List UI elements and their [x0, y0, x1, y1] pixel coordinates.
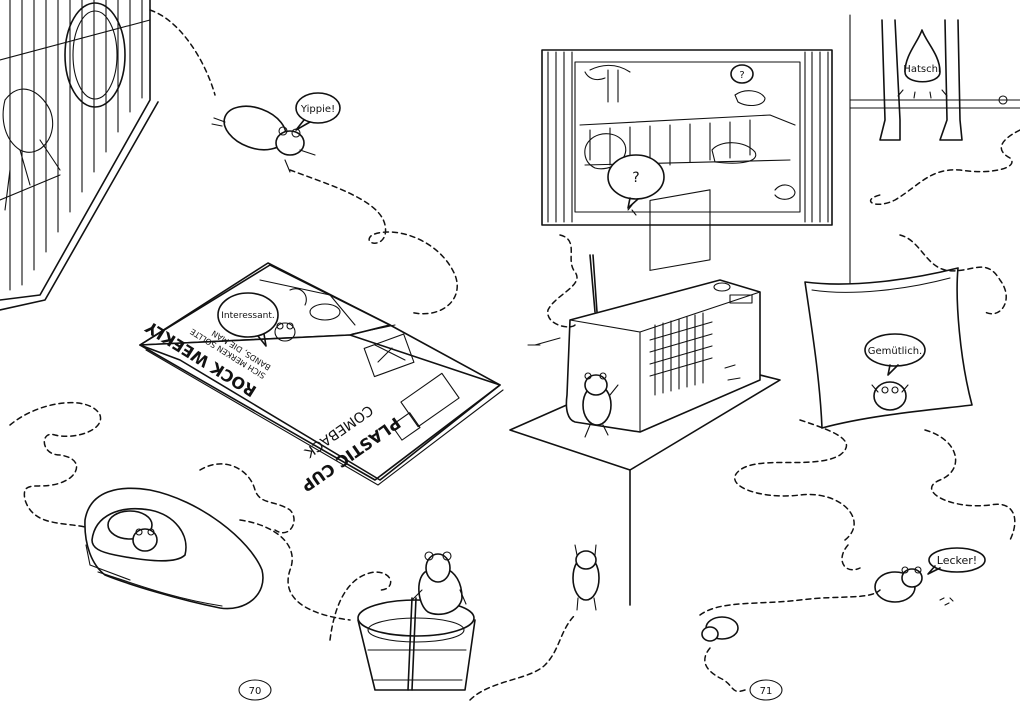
hamster-eating: Lecker!: [841, 544, 986, 606]
interessant-text: Interessant.: [221, 311, 274, 321]
hatschi-text: Hatschi: [903, 64, 940, 75]
question-small-text: ?: [739, 70, 744, 81]
room-walls: [527, 14, 851, 346]
slipper-with-hamster: [9, 402, 351, 621]
legs-sneeze: Hatschi: [849, 19, 1020, 205]
lecker-text: Lecker!: [937, 554, 977, 567]
speech-bubble-yippie: Yippie!: [295, 92, 341, 131]
hamster-cage: [0, 0, 159, 311]
page-left-text: 70: [249, 686, 262, 697]
hamster-walking: [699, 589, 881, 692]
cup-with-hamster: [329, 551, 476, 691]
page-number-right: 71: [749, 679, 783, 701]
hamster-flying: [149, 9, 458, 315]
yippie-text: Yippie!: [300, 104, 335, 115]
newspaper: ROCK WEEKLY BANDS, DIE MAN SICH MERKEN S…: [139, 262, 504, 496]
hamster-hanging: [572, 544, 600, 611]
radio: [565, 189, 761, 438]
question-large-text: ?: [632, 170, 639, 186]
window: ? ?: [541, 49, 833, 226]
page-right-text: 71: [760, 686, 773, 697]
gemuetlich-text: Gemütlich.: [868, 346, 922, 357]
page-number-left: 70: [238, 679, 272, 701]
cushion: Gemütlich.: [804, 267, 973, 429]
